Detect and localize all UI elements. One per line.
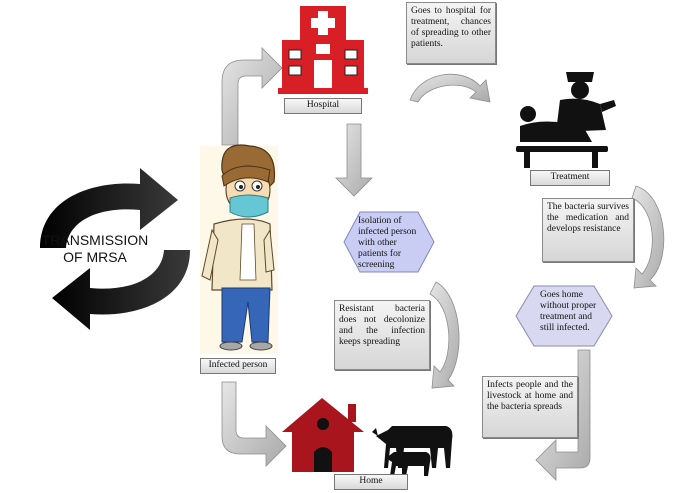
flow-arrows xyxy=(221,47,665,481)
cycle-arrows xyxy=(40,168,190,330)
arrow-resistant-down xyxy=(429,281,460,389)
goes-to-hospital-box: Goes to hospital for treatment, chances … xyxy=(406,2,496,64)
infected-person-label: Infected person xyxy=(200,358,276,374)
treatment-label: Treatment xyxy=(530,170,610,186)
infects-people-box: Infects people and the livestock at home… xyxy=(482,376,578,438)
home-label: Home xyxy=(334,474,408,490)
cows-icon xyxy=(372,426,453,476)
title-line-2: OF MRSA xyxy=(63,249,127,265)
cycle-arrow-top xyxy=(40,168,178,248)
arrow-treatment-down xyxy=(631,185,665,289)
hospital-icon xyxy=(278,6,368,94)
bacteria-survives-box: The bacteria survives the medication and… xyxy=(542,198,634,262)
resistant-bacteria-box: Resistant bacteria does not decolonize a… xyxy=(334,300,430,370)
arrow-to-home-right xyxy=(535,349,591,481)
house-icon xyxy=(282,398,364,472)
treatment-icon xyxy=(516,72,616,168)
arrow-hospital-to-isolation xyxy=(335,123,373,197)
arrow-person-to-hospital xyxy=(221,47,283,146)
arrow-person-to-home xyxy=(221,381,287,467)
diagram-title: TRANSMISSION OF MRSA xyxy=(20,232,170,266)
cycle-arrow-bottom xyxy=(52,250,190,330)
isolation-text: Isolation of infected person with other … xyxy=(358,216,417,270)
goes-home-hexagon xyxy=(515,285,613,347)
hospital-label: Hospital xyxy=(284,98,362,114)
goes-home-text: Goes home without proper treatment and s… xyxy=(540,290,597,333)
isolation-hexagon xyxy=(343,211,435,273)
infected-person-icon xyxy=(200,144,278,354)
title-line-1: TRANSMISSION xyxy=(41,232,149,248)
arrow-to-treatment xyxy=(409,73,491,103)
